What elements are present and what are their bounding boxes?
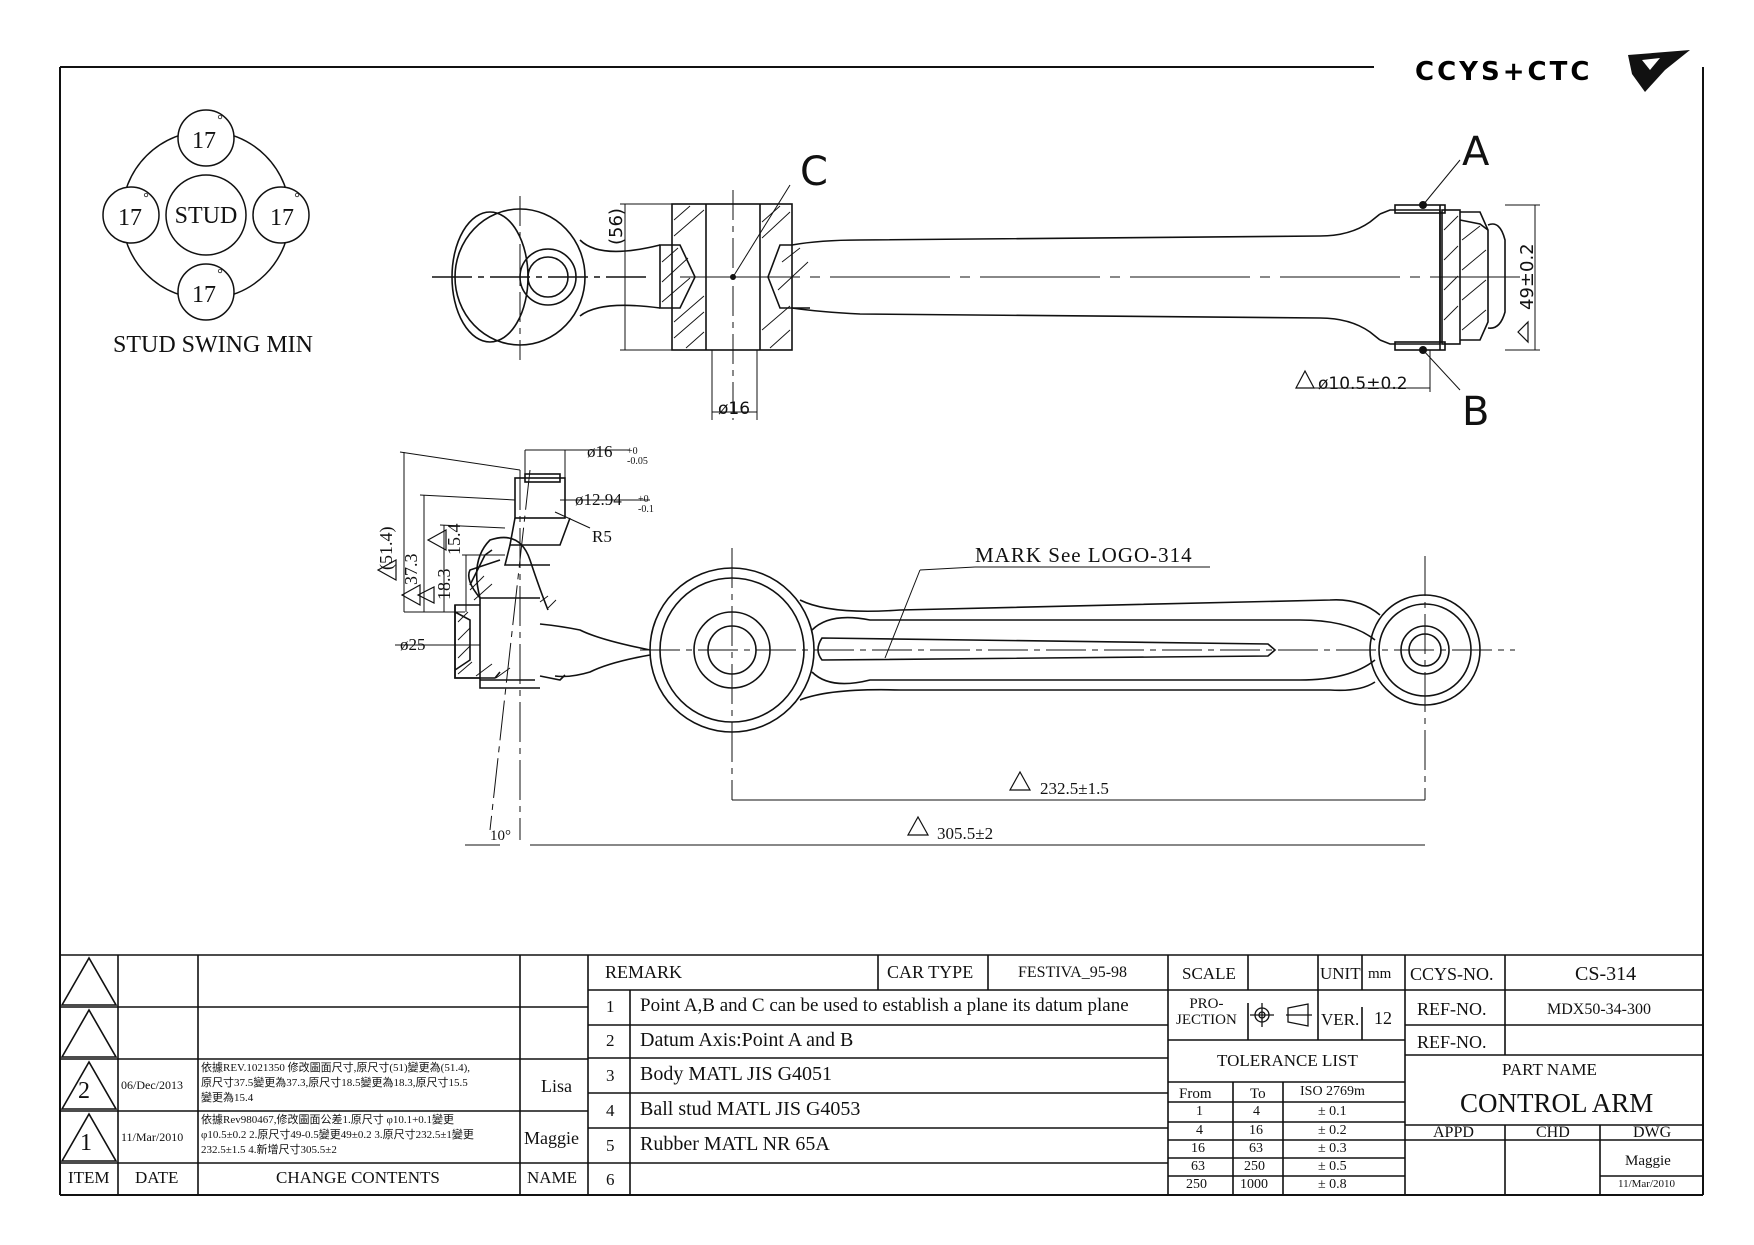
top-view-dim-points <box>730 201 1427 354</box>
dim-154: 15.4 <box>444 524 464 556</box>
dim-3055: 305.5±2 <box>937 824 993 843</box>
logo-text: CCYS+CTC <box>1415 57 1592 87</box>
side-view-centerlines <box>489 469 1515 840</box>
dim-phi105: ø10.5±0.2 <box>1318 374 1408 394</box>
svg-text:°: ° <box>217 267 223 282</box>
dim-phi16-tol: ø16 <box>587 442 613 461</box>
svg-text:°: ° <box>143 191 149 206</box>
top-view-hatch <box>661 205 1487 349</box>
svg-text:+0: +0 <box>627 446 638 457</box>
dim-phi25: ø25 <box>400 635 426 654</box>
datum-triangle-icons <box>376 528 1032 836</box>
dim-10deg: 10° <box>490 828 511 844</box>
top-view-dim-text: C A B (56) ø16 49±0.2 ø10.5±0.2 <box>606 129 1538 435</box>
logo-wing-icon <box>1628 50 1690 92</box>
svg-text:-0.05: -0.05 <box>627 456 648 467</box>
stud-swing-diagram <box>102 109 310 321</box>
dim-56: (56) <box>606 208 627 245</box>
svg-text:°: ° <box>294 191 300 206</box>
stud-right-angle: 17 <box>270 205 294 231</box>
dim-2325: 232.5±1.5 <box>1040 779 1109 798</box>
svg-text:°: ° <box>217 113 223 128</box>
dim-514: (51.4) <box>376 527 397 571</box>
svg-text:-0.1: -0.1 <box>638 504 654 515</box>
company-logo: CCYS+CTC <box>1415 50 1690 92</box>
revision-triangle-icons <box>60 956 118 1162</box>
title-block-grid <box>60 954 1703 1195</box>
mark-note: MARK See LOGO-314 <box>975 543 1193 567</box>
top-view-dimensions <box>620 159 1540 420</box>
label-c: C <box>800 149 828 195</box>
dim-183: 18.3 <box>434 569 454 601</box>
stud-left-angle: 17 <box>118 205 142 231</box>
top-view <box>432 190 1520 420</box>
side-view-dim-text: ø16 +0 -0.05 ø12.94 +0 -0.1 R5 (51.4) 37… <box>376 442 1193 844</box>
side-view-dimension-lines <box>395 449 1425 846</box>
dim-phi1294: ø12.94 <box>575 490 622 509</box>
dim-phi16: ø16 <box>718 399 750 419</box>
stud-center-label: STUD <box>175 203 238 229</box>
dim-373: 37.3 <box>401 554 421 586</box>
side-view <box>454 473 1481 733</box>
projection-symbol-icon <box>1250 1003 1312 1027</box>
sheet-frame <box>59 66 1704 1196</box>
label-b: B <box>1462 389 1489 435</box>
dim-49: 49±0.2 <box>1517 243 1538 310</box>
stud-swing-labels: STUD 17 17 17 17 ° ° ° ° STUD SWING MIN <box>113 113 313 358</box>
dim-r5: R5 <box>592 527 612 546</box>
label-a: A <box>1462 129 1490 175</box>
stud-bottom-angle: 17 <box>192 282 216 308</box>
stud-top-angle: 17 <box>192 128 216 154</box>
svg-text:+0: +0 <box>638 494 649 505</box>
stud-swing-title: STUD SWING MIN <box>113 332 313 358</box>
